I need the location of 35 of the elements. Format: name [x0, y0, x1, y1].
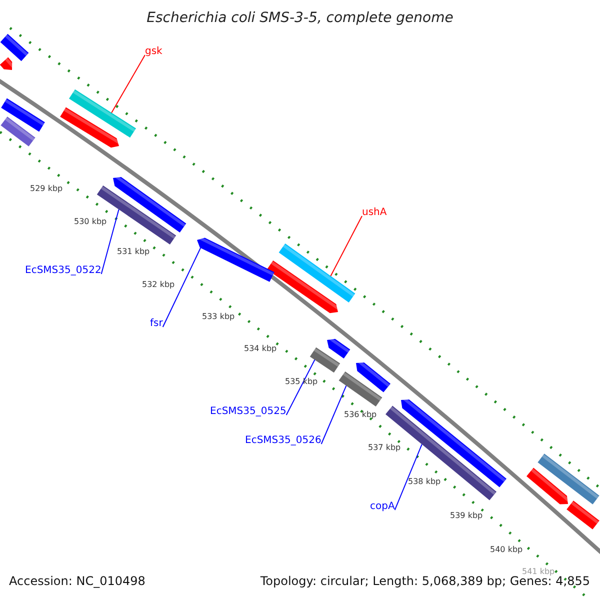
leader-line	[162, 247, 202, 328]
gene-label: ushA	[362, 207, 387, 219]
leader-line	[111, 54, 146, 114]
tick-label: 533 kbp	[202, 312, 235, 322]
gene-label: fsr	[150, 318, 163, 330]
map-title: Escherichia coli SMS-3-5, complete genome	[146, 9, 454, 28]
tick-label: 540 kbp	[490, 545, 523, 555]
tick-label: 535 kbp	[285, 377, 318, 387]
gene-feature-bar	[278, 244, 356, 302]
leader-line	[286, 359, 316, 416]
leader-line	[330, 216, 362, 277]
tick-label: 537 kbp	[368, 443, 401, 453]
gene-feature-bar	[338, 372, 382, 406]
leader-line	[394, 444, 422, 510]
footer-text: Accession: NC_010498	[9, 573, 146, 590]
tick-label: 532 kbp	[142, 280, 175, 290]
tick-label: 536 kbp	[344, 410, 377, 420]
tick-label: 534 kbp	[244, 344, 277, 354]
tick-label: 538 kbp	[408, 477, 441, 487]
tick-label: 541 kbp	[522, 567, 555, 576]
gene-feature-bar	[197, 236, 274, 282]
gene-feature-bar	[69, 89, 136, 138]
leader-line	[100, 209, 120, 274]
gene-label: EcSMS35_0522	[25, 265, 102, 277]
footer-text: Topology: circular; Length: 5,068,389 bp; Genes: 4,855	[260, 574, 590, 590]
tick-label: 539 kbp	[450, 511, 483, 521]
gene-label: EcSMS35_0525	[210, 406, 286, 418]
tick-label: 530 kbp	[74, 217, 107, 227]
gene-label: EcSMS35_0526	[245, 435, 322, 447]
gene-label: gsk	[145, 46, 162, 58]
leader-line	[320, 385, 347, 444]
gene-feature-bar	[386, 406, 496, 500]
tick-label: 529 kbp	[30, 184, 63, 194]
gene-feature-bar	[310, 347, 340, 373]
gene-label: copA	[370, 501, 395, 513]
